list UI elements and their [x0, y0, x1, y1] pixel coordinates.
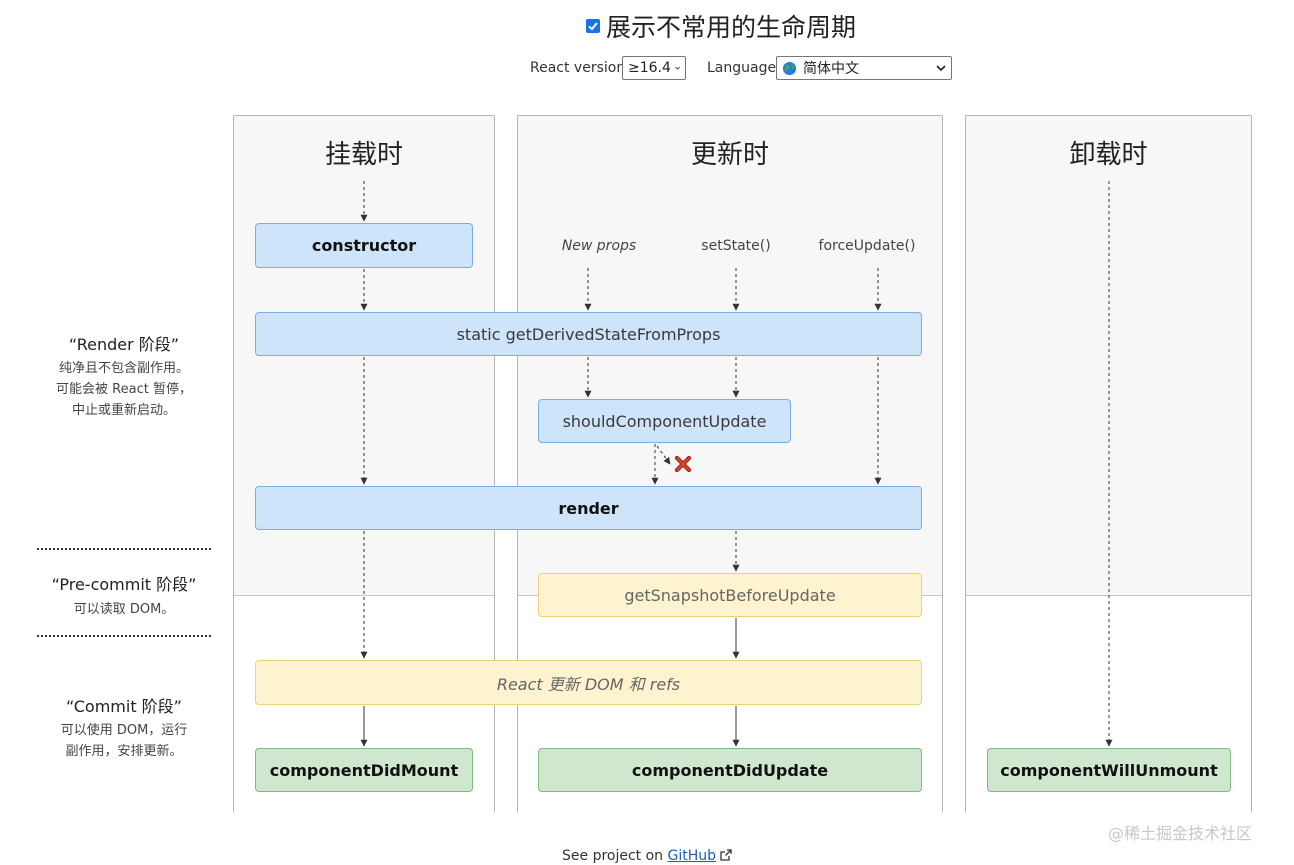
trigger-set-state: setState(): [701, 238, 771, 254]
should-component-update-node[interactable]: shouldComponentUpdate: [538, 399, 791, 443]
component-did-update-node[interactable]: componentDidUpdate: [538, 748, 922, 792]
github-link[interactable]: GitHub: [667, 848, 717, 864]
phase-separator: [37, 548, 211, 550]
language-value: 简体中文: [803, 61, 859, 77]
precommit-phase-title: “Pre-commit 阶段”: [51, 575, 197, 594]
watermark: @稀土掘金技术社区: [1108, 824, 1253, 843]
render-phase-title: “Render 阶段”: [68, 335, 180, 354]
chevron-down-icon: [675, 66, 680, 70]
render-node[interactable]: render: [255, 486, 922, 530]
page-title: 展示不常用的生命周期: [606, 13, 857, 42]
commit-phase-description: 可以使用 DOM，运行 副作用，安排更新。: [60, 723, 188, 759]
globe-icon: [782, 61, 797, 75]
language-select[interactable]: 简体中文: [776, 56, 952, 80]
react-updates-dom-node[interactable]: React 更新 DOM 和 refs: [255, 660, 922, 705]
language-label: Language: [707, 60, 777, 76]
footer-text: See project on: [562, 848, 664, 864]
mount-column-title: 挂载时: [324, 140, 403, 170]
commit-phase-title: “Commit 阶段”: [66, 697, 182, 716]
react-version-select[interactable]: ≥16.4: [622, 56, 686, 80]
unmount-column-title: 卸载时: [1069, 140, 1148, 170]
footer: See project on GitHub: [562, 848, 733, 864]
react-version-value: ≥16.4: [628, 60, 671, 76]
precommit-phase-description: 可以读取 DOM。: [73, 602, 175, 617]
get-derived-state-from-props-node[interactable]: static getDerivedStateFromProps: [255, 312, 922, 356]
component-will-unmount-node[interactable]: componentWillUnmount: [987, 748, 1231, 792]
render-phase-description: 纯净且不包含副作用。 可能会被 React 暂停， 中止或重新启动。: [56, 361, 192, 418]
checkbox-checked-icon[interactable]: [586, 19, 600, 33]
component-did-mount-node[interactable]: componentDidMount: [255, 748, 473, 792]
update-column-title: 更新时: [690, 140, 769, 170]
trigger-force-update: forceUpdate(): [818, 238, 916, 254]
react-version-label: React version: [530, 60, 626, 76]
external-link-icon[interactable]: [720, 849, 733, 861]
phase-separator: [37, 635, 211, 637]
get-snapshot-before-update-node[interactable]: getSnapshotBeforeUpdate: [538, 573, 922, 617]
constructor-node[interactable]: constructor: [255, 223, 473, 268]
trigger-new-props: New props: [561, 238, 637, 254]
show-uncommon-lifecycles-toggle[interactable]: 展示不常用的生命周期: [586, 8, 856, 44]
chevron-down-icon: [936, 65, 946, 72]
